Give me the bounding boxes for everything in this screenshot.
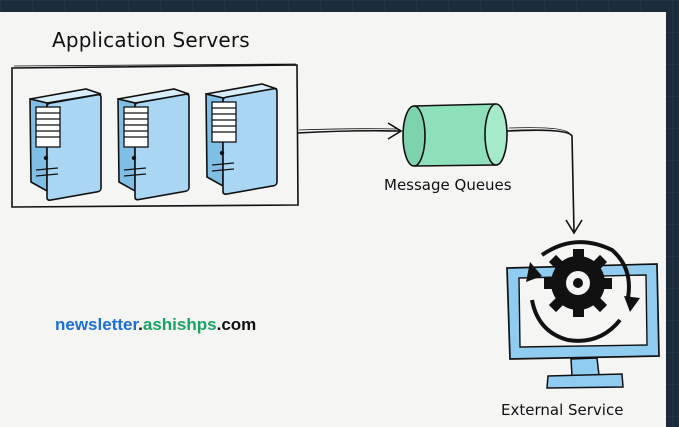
arrow-servers-to-queue: [297, 122, 403, 140]
monitor-gear-icon: [506, 240, 660, 389]
watermark-dot: .: [138, 315, 143, 334]
watermark-dot: .: [216, 315, 222, 334]
app-servers-box: [11, 63, 299, 208]
message-queues-label: Message Queues: [384, 176, 512, 194]
server-icon: [117, 88, 190, 201]
watermark-part-com: com: [221, 315, 257, 334]
watermark-part-newsletter: newsletter: [55, 315, 139, 334]
server-icon: [205, 83, 278, 196]
arrow-queue-to-service: [506, 127, 583, 235]
watermark-part-ashishps: ashishps: [142, 315, 217, 334]
cylinder-queue-icon: [402, 103, 508, 167]
server-icon: [29, 88, 102, 202]
external-service-label: External Service: [501, 401, 624, 419]
app-servers-label: Application Servers: [52, 28, 250, 52]
watermark-url: newsletter.ashishps.com: [55, 315, 256, 335]
